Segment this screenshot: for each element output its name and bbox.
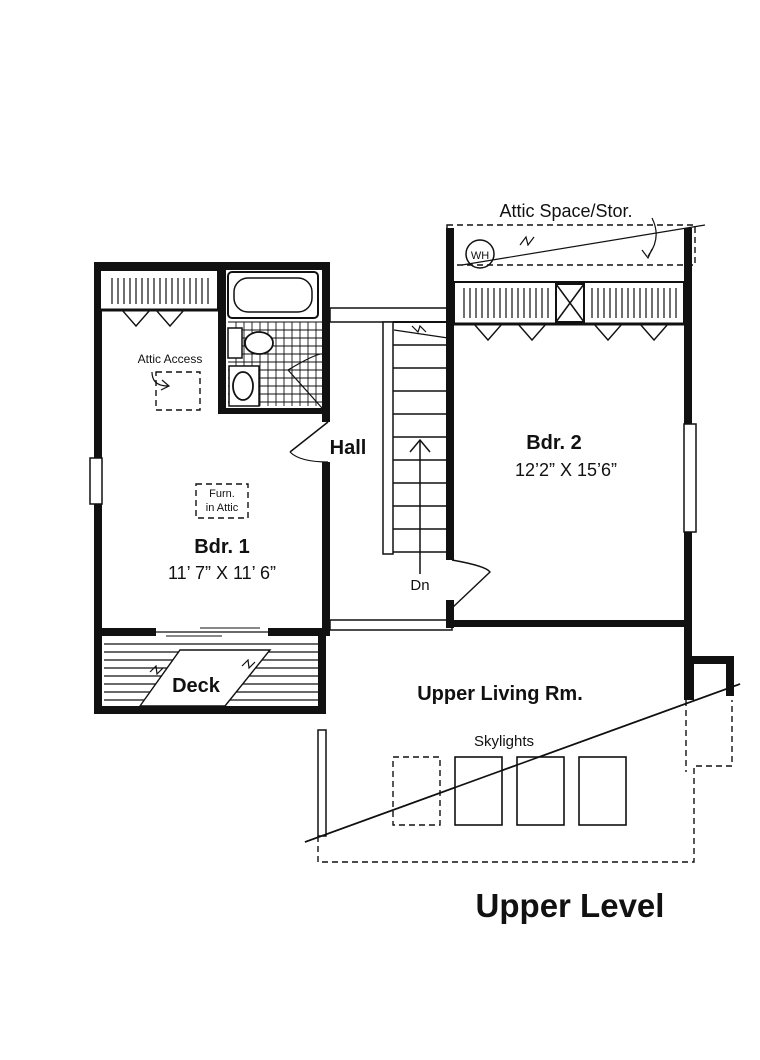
attic-space-label: Attic Space/Stor. — [499, 201, 632, 221]
skylights-label: Skylights — [474, 733, 534, 750]
bathroom — [218, 262, 330, 414]
furnace-label-line2: in Attic — [206, 502, 239, 514]
bedroom-2-walls — [446, 228, 697, 700]
deck — [94, 636, 326, 714]
water-heater-label: WH — [471, 250, 489, 262]
bedroom-2-closet — [453, 281, 685, 342]
bedroom-2-size: 12’2” X 15’6” — [515, 460, 617, 480]
hall-label: Hall — [330, 437, 367, 459]
deck-label: Deck — [172, 675, 221, 697]
attic-access-label: Attic Access — [138, 352, 203, 366]
bedroom-1-name: Bdr. 1 — [194, 536, 250, 558]
water-heater — [465, 239, 495, 269]
attic-access-hatch — [151, 371, 201, 411]
bedroom-2-name: Bdr. 2 — [526, 432, 582, 454]
bedroom-1-closet — [99, 269, 219, 328]
furnace-area — [195, 483, 249, 519]
skylights — [304, 683, 741, 843]
stair-down-label: Dn — [410, 577, 429, 594]
staircase — [382, 321, 452, 574]
bedroom-1-size: 11’ 7” X 11’ 6” — [168, 563, 276, 583]
furnace-label-line1: Furn. — [209, 488, 235, 500]
bedroom-1-walls — [89, 262, 330, 714]
bedroom-1-door — [289, 421, 329, 463]
plan-title: Upper Level — [476, 887, 665, 924]
upper-living-room-label: Upper Living Rm. — [417, 683, 583, 705]
